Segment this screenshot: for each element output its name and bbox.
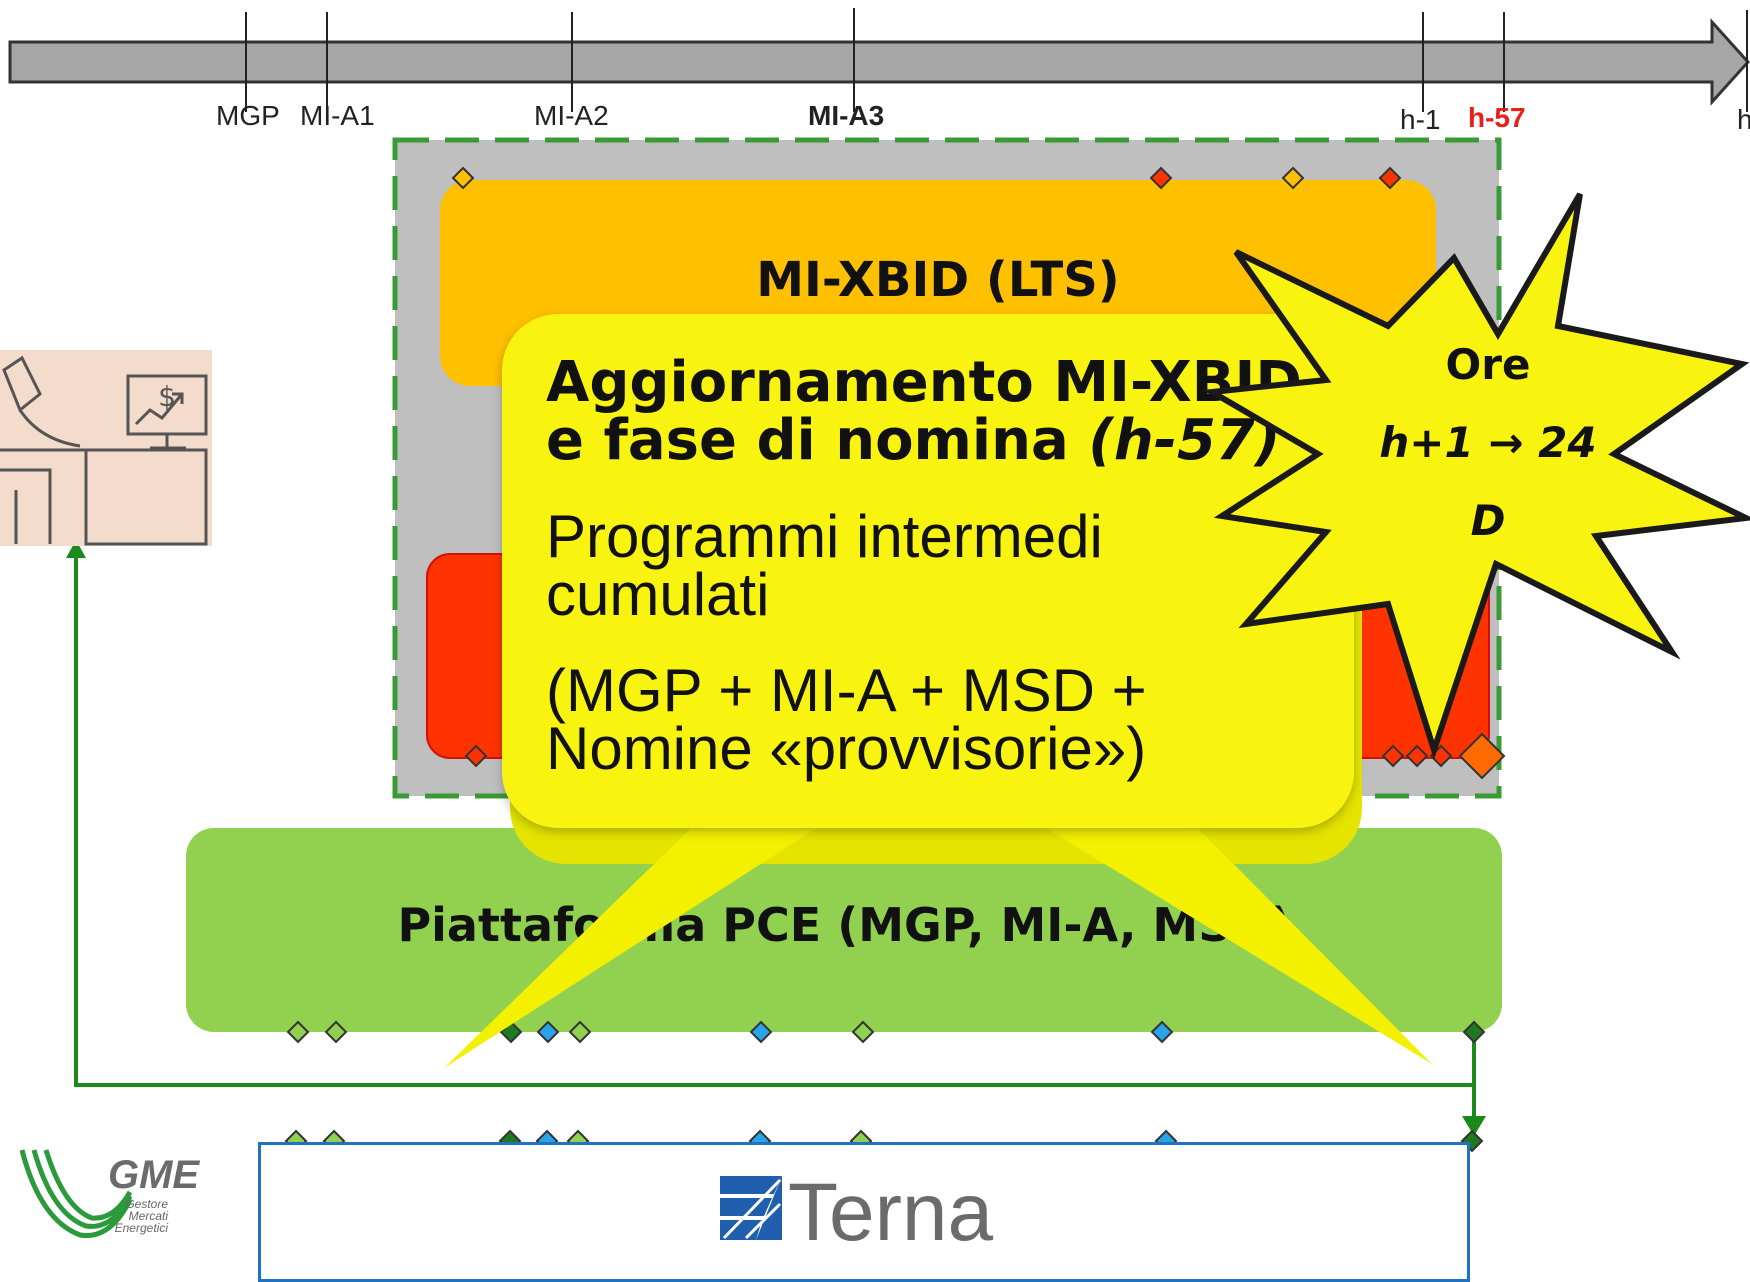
feedback-line <box>74 556 1476 1118</box>
marker-diamond <box>286 1020 310 1044</box>
callout-subtitle-line2: cumulati <box>546 561 770 628</box>
marker-diamond <box>568 1020 592 1044</box>
callout-detail-line1: (MGP + MI-A + MSD + <box>546 657 1147 724</box>
timeline-ticks <box>245 8 1748 112</box>
marker-diamond <box>464 744 488 768</box>
marker-diamond <box>1149 166 1173 190</box>
marker-diamond <box>451 166 475 190</box>
marker-diamond <box>1150 1020 1174 1044</box>
platform-title: Piattaforma PCE (MGP, MI-A, MSD) <box>397 898 1291 952</box>
tick-label-mgp: MGP <box>216 100 280 131</box>
terna-logo: Terna <box>720 1167 994 1254</box>
tick-label-mi-a2: MI-A2 <box>534 100 609 131</box>
svg-text:Gestore: Gestore <box>125 1197 168 1211</box>
callout-title-line1: Aggiornamento MI-XBID <box>546 350 1302 415</box>
callout-title: Aggiornamento MI-XBID e fase di nomina (… <box>546 354 1346 470</box>
tick-label-h-1: h-1 <box>1400 104 1441 135</box>
marker-diamond <box>536 1020 560 1044</box>
marker-diamond <box>324 1020 348 1044</box>
marker-diamond <box>851 1020 875 1044</box>
callout-subtitle: Programmi intermedi cumulati <box>546 503 1346 628</box>
arrowhead-down <box>1462 1116 1486 1136</box>
tick-label-mi-a1: MI-A1 <box>300 100 375 131</box>
svg-text:GME: GME <box>108 1153 200 1197</box>
tick-label-h: h <box>1737 104 1750 135</box>
star-line-1: Ore <box>1445 340 1531 389</box>
callout-title-plain: e fase di nomina <box>546 408 1089 473</box>
marker-diamond <box>1281 166 1305 190</box>
marker-diamond <box>1381 744 1405 768</box>
svg-text:Mercati: Mercati <box>129 1209 169 1223</box>
tick-label-mi-a3: MI-A3 <box>808 100 885 131</box>
callout-subtitle-line1: Programmi intermedi <box>546 503 1103 570</box>
svg-text:Terna: Terna <box>788 1167 994 1254</box>
timeline-arrow <box>8 18 1750 106</box>
arrowhead-up <box>66 540 86 558</box>
star-line-2: h+1 → 24 <box>1379 418 1597 467</box>
gme-logo: GME Gestore Mercati Energetici <box>20 1149 200 1239</box>
marker-diamond <box>1378 166 1402 190</box>
marker-diamond-large <box>1458 732 1506 780</box>
callout-detail: (MGP + MI-A + MSD + Nomine «provvisorie»… <box>546 657 1346 782</box>
trader-illustration: $ <box>0 350 212 546</box>
callout-detail-line2: Nomine «provvisorie») <box>546 715 1147 782</box>
callout-title-line2: e fase di nomina (h-57) <box>546 412 1346 470</box>
callout-box <box>502 314 1354 828</box>
marker-diamond <box>1405 744 1429 768</box>
callout-title-italic: (h-57) <box>1088 408 1281 473</box>
marker-diamond <box>1462 1020 1486 1044</box>
marker-diamond <box>749 1020 773 1044</box>
starburst-shape <box>1202 192 1750 760</box>
svg-text:Energetici: Energetici <box>115 1221 169 1235</box>
star-line-3: D <box>1470 496 1506 545</box>
mi-xbid-lts-title: MI-XBID (LTS) <box>756 252 1120 308</box>
tick-label-h-57: h-57 <box>1468 102 1526 133</box>
svg-text:$: $ <box>158 380 176 413</box>
callout-text: Aggiornamento MI-XBID e fase di nomina (… <box>546 354 1346 782</box>
